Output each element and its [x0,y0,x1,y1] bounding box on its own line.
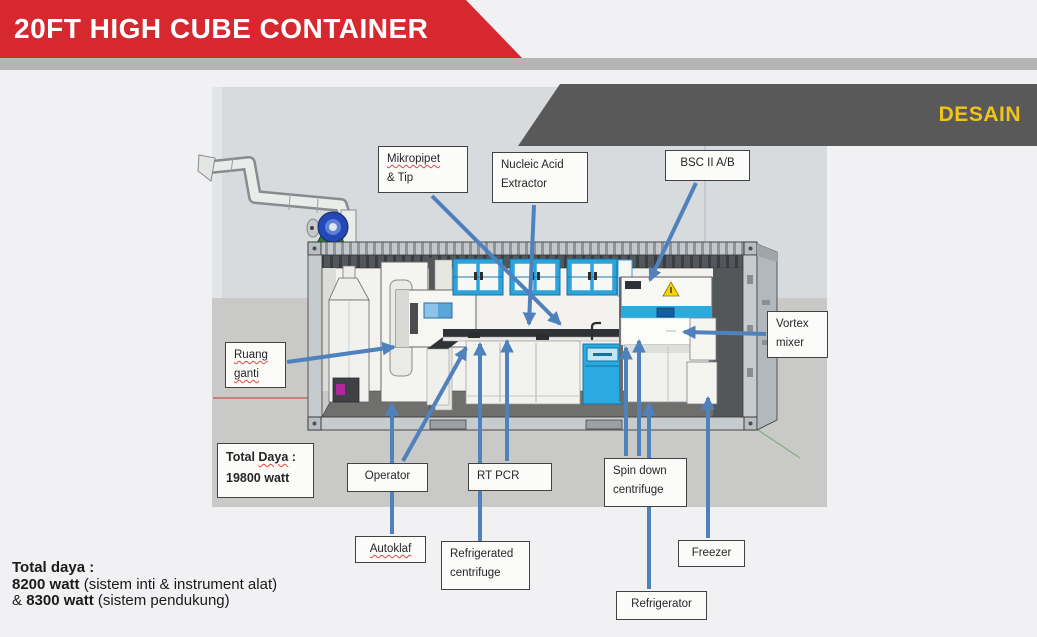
green-axis-line [754,427,801,459]
header-divider [0,58,1037,70]
callout-total-daya: Total Daya :19800 watt [217,443,314,498]
callout-refrigerator: Refrigerator [616,591,707,620]
refrigerator-box [689,317,717,361]
power-note: Total daya : 8200 watt (sistem inti & in… [12,559,278,610]
faucet [590,321,601,340]
outlet [468,332,480,338]
outlet [536,334,549,340]
callout-arrows [286,182,767,589]
arrow-vortex [681,325,767,340]
wall-cabinets [452,258,633,297]
power-note-line: 8200 watt (sistem inti & instrument alat… [12,575,278,593]
arrow-nucleic [522,204,537,327]
left-post [307,254,323,418]
freezer-box [686,361,718,405]
desain-tab-label: DESAIN [938,103,1021,126]
countertop [443,329,620,337]
callout-bsc-ii-ab: BSC II A/B [665,150,750,181]
desain-tab: DESAIN [518,84,1037,146]
callout-rt-pcr: RT PCR [468,463,552,491]
arrow-ruang [286,341,397,364]
callout-mikropipet-tip: Mikropipet& Tip [378,146,468,193]
bottom-rail [307,416,758,431]
arrow-bsc [648,182,698,282]
power-note-title: Total daya : [12,559,95,576]
bsc-logo [625,281,641,289]
power-note-line: & 8300 watt (sistem pendukung) [12,592,230,609]
arrow-operator [401,346,468,462]
page-title: 20FT HIGH CUBE CONTAINER [14,13,429,44]
exhaust-pipe [197,154,357,257]
callout-autoklaf: Autoklaf [355,536,426,563]
callout-operator: Operator [347,463,428,492]
pipe-nozzle [197,154,216,182]
title-banner: 20FT HIGH CUBE CONTAINER [0,0,522,58]
arrow-mikropipet [430,194,562,326]
callout-freezer: Freezer [678,540,745,567]
